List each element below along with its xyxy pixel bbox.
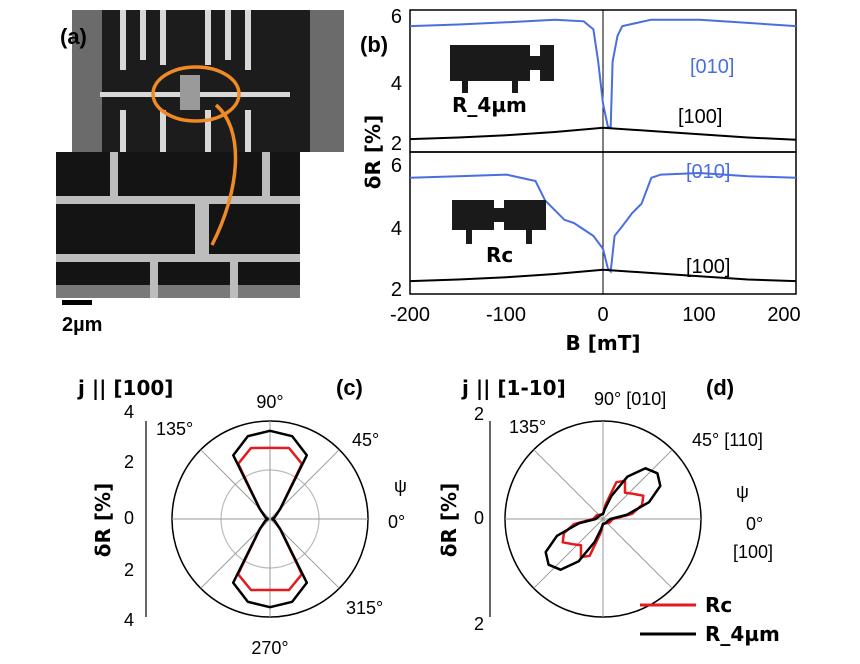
polar-d-psi: ψ: [736, 482, 749, 502]
panel-a: 2µm (a): [56, 10, 344, 336]
panel-d-label: (d): [706, 375, 734, 400]
xtick-100: 100: [682, 304, 715, 326]
polar-c-ylabel: δR [%]: [91, 483, 115, 557]
polar-d-angle-label: 90° [010]: [594, 389, 666, 409]
series-label-top-010: [010]: [690, 56, 734, 78]
polar-d-rtick: 0: [474, 508, 484, 528]
panel-d-title: j || [1-10]: [461, 376, 566, 400]
zoom-pattern: [56, 152, 300, 298]
series-label-bottom-100: [100]: [686, 256, 730, 278]
xtick-m100: -100: [486, 304, 526, 326]
polar-c-psi: ψ: [394, 476, 407, 496]
polar-c-rtick: 0: [124, 508, 134, 528]
series-line-0: [409, 18, 797, 130]
subplot-bottom-curves: [409, 171, 797, 283]
micrograph-zoom: [56, 152, 300, 298]
ytick-top-4: 4: [391, 73, 402, 95]
series-line-0: [409, 171, 797, 274]
polar-c-angle-label: 315°: [346, 598, 383, 618]
polar-c-rtick: 2: [124, 452, 134, 472]
polar-c-rtick: 2: [124, 560, 134, 580]
ytick-top-6: 6: [391, 6, 402, 28]
polar-c-angle-label: 0°: [388, 512, 405, 532]
polar-d-ylabel: δR [%]: [437, 483, 461, 557]
polar-c-angle-label: 90°: [256, 392, 283, 412]
ytick-bottom-4: 4: [391, 218, 402, 240]
panel-b: (b) 6 4 2 6 4 2 -200 -100 0 100 200 B [m…: [360, 6, 801, 355]
polar-c-angle-label: 270°: [251, 638, 288, 658]
contact-pads-top: [72, 10, 344, 152]
xtick-200: 200: [767, 304, 800, 326]
polar-c: 4 2 0 2 4 90° 45° 0° 315° 270° 135°: [124, 392, 405, 658]
panel-d: j || [1-10] (d) 2 0 2 90° [010] 45° [110] 0° […: [437, 375, 780, 646]
polar-d-rtick: 2: [474, 614, 484, 634]
polar-d-angle-label: 45° [110]: [692, 430, 763, 450]
series-line-1: [409, 126, 797, 141]
panel-c-title: j || [100]: [77, 376, 173, 400]
inset-icon-r4um: [450, 45, 554, 93]
polar-c-rtick: 4: [124, 402, 134, 422]
series-label-bottom-010: [010]: [686, 161, 730, 183]
panel-b-label: (b): [360, 32, 388, 57]
polar-d-angle-label: [100]: [733, 542, 773, 562]
inset-icon-rc: [452, 200, 546, 244]
inset-label-rc: Rc: [486, 243, 513, 267]
xtick-m200: -200: [390, 304, 430, 326]
panel-c-label: (c): [336, 375, 363, 400]
polar-series-1: [544, 467, 662, 571]
ytick-bottom-6: 6: [391, 155, 402, 177]
polar-spoke: [200, 449, 340, 589]
polar-c-angle-label: 45°: [352, 430, 379, 450]
xtick-0: 0: [597, 304, 608, 326]
legend-label-rc: Rc: [705, 593, 732, 617]
polar-spoke: [533, 449, 673, 589]
zoom-ellipse: [151, 65, 241, 123]
ytick-bottom-2: 2: [391, 279, 402, 301]
series-line-1: [409, 268, 797, 283]
polar-d-angle-label: 135°: [509, 417, 546, 437]
panel-c: j || [100] (c) 4 2 0 2 4 90° 45° 0° 315° 270° 135°…: [77, 375, 407, 658]
legend-label-r4um: R_4µm: [705, 622, 780, 646]
polar-series-1: [231, 429, 309, 609]
polar-d-rtick: 2: [474, 404, 484, 424]
zoom-connector: [210, 103, 238, 246]
subplot-top-curves: [409, 18, 797, 141]
polar-d: 2 0 2 90° [010] 45° [110] 0° [100] 135°: [474, 389, 773, 634]
scale-bar: [62, 300, 92, 305]
ytick-top-2: 2: [391, 133, 402, 155]
y-axis-title: δR [%]: [361, 115, 385, 189]
inset-label-r4um: R_4µm: [452, 93, 527, 117]
series-label-top-100: [100]: [678, 106, 722, 128]
panel-a-label: (a): [60, 24, 87, 49]
polar-d-angle-label: 0°: [746, 514, 763, 534]
scale-bar-label: 2µm: [62, 314, 102, 336]
x-axis-title: B [mT]: [566, 331, 641, 355]
polar-c-angle-label: 135°: [156, 419, 193, 439]
polar-c-rtick: 4: [124, 610, 134, 630]
